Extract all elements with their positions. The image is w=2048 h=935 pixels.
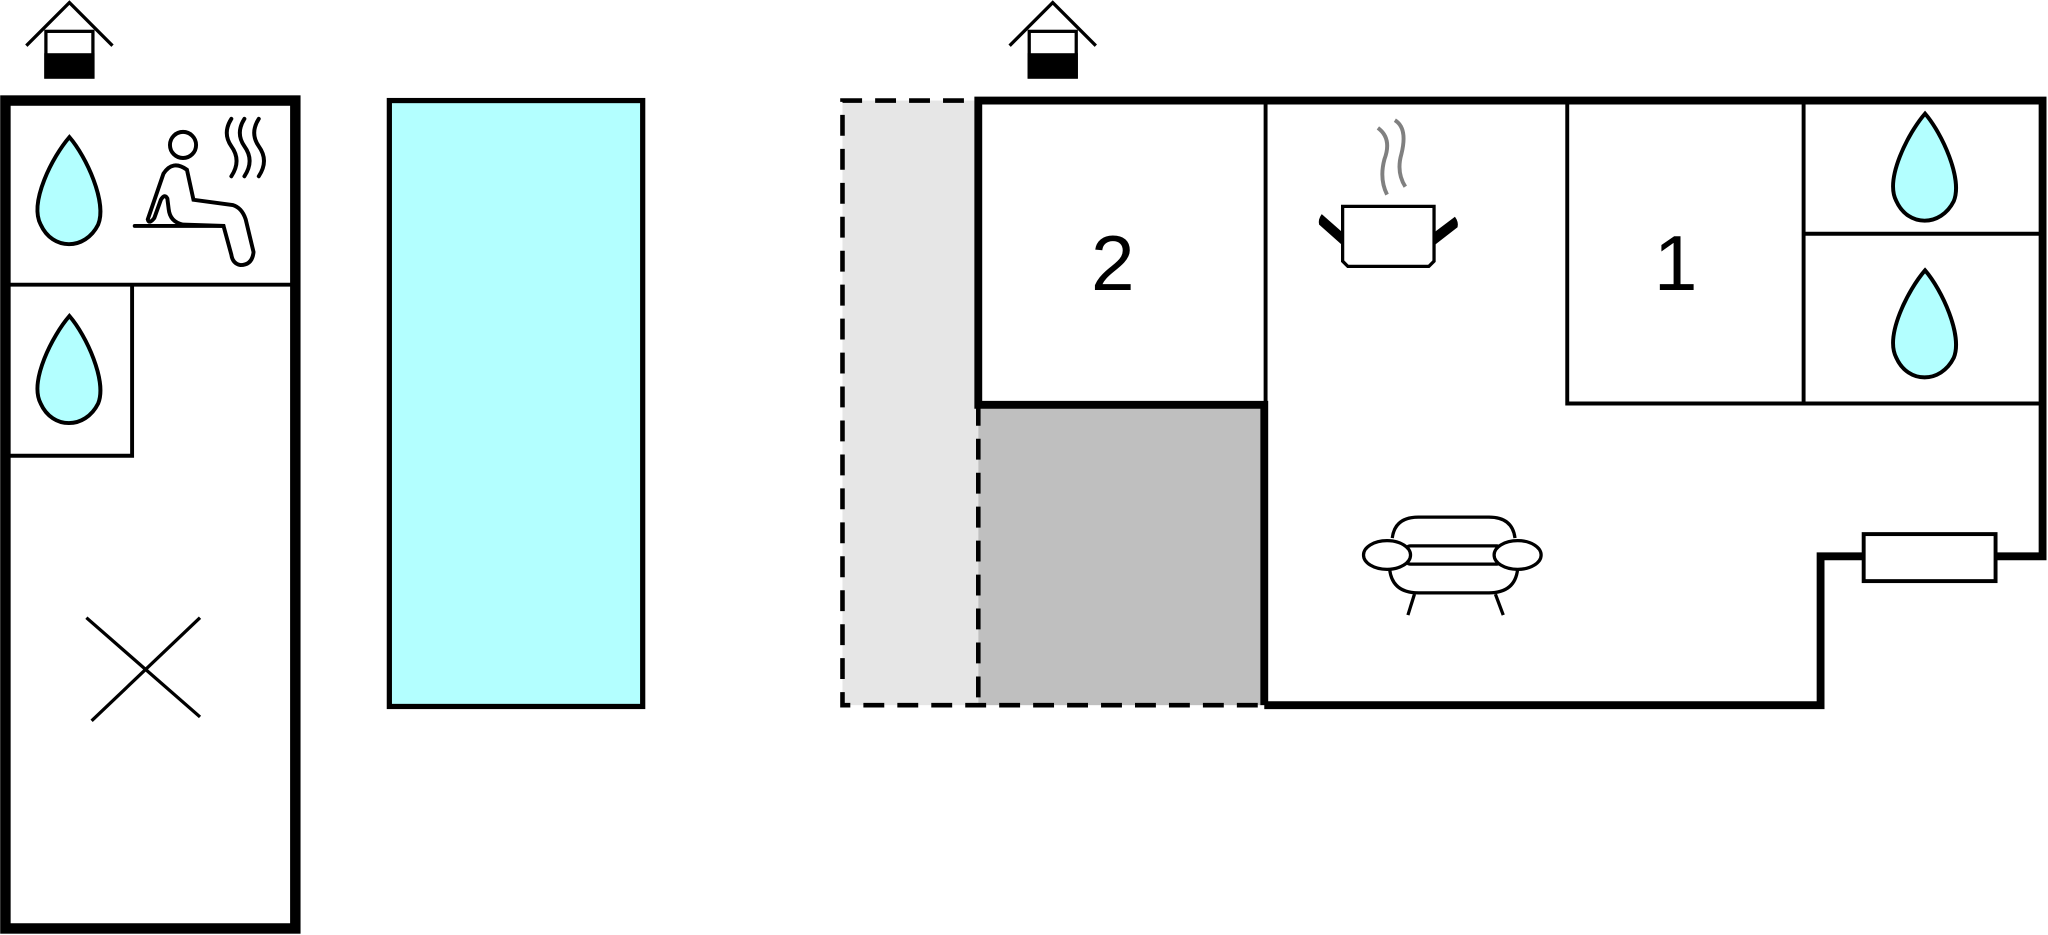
main-house	[974, 96, 2047, 710]
terrace-light	[842, 100, 979, 706]
bedroom-2-label: 2	[1091, 219, 1135, 307]
cross-icon	[85, 616, 202, 723]
radiator-icon	[1861, 532, 1998, 584]
terrace-dark	[978, 404, 1265, 706]
water-drop-icon	[35, 134, 103, 247]
house-entrance-icon	[25, 0, 114, 79]
water-drop-icon	[1891, 110, 1958, 223]
water-drop-icon	[35, 313, 103, 426]
water-drop-icon	[1891, 267, 1958, 380]
pool	[386, 97, 646, 710]
kitchen-pot-icon	[1318, 118, 1458, 269]
sauna-icon	[132, 116, 266, 268]
bedroom-1-label: 1	[1654, 219, 1698, 307]
terrace-outline	[840, 98, 1265, 708]
house-entrance-icon	[1008, 0, 1097, 79]
sofa-icon	[1361, 515, 1543, 616]
